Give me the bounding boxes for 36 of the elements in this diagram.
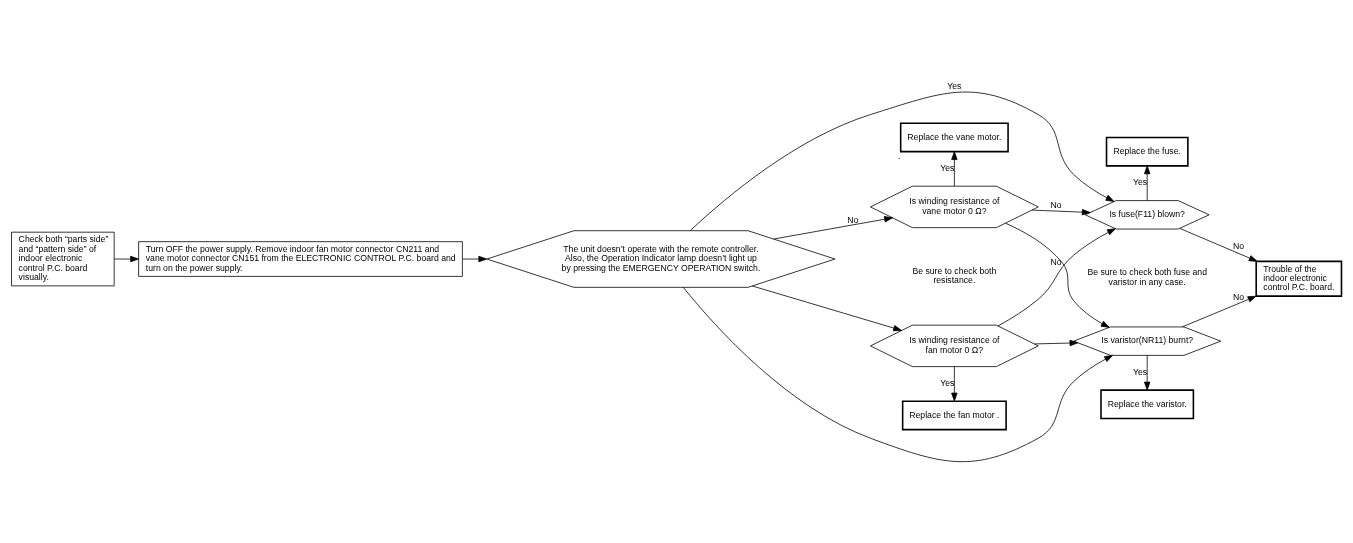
node-box: Turn OFF the power supply. Remove indoor fan motor connector CN211 and vane motor connector CN151 from the ELECTRONIC CONTROL P.C. board and turn on the power supply. <box>138 240 463 277</box>
edge-label: Yes <box>1133 176 1148 187</box>
arrow <box>1005 222 1110 328</box>
arrow <box>682 286 1113 462</box>
edge-label: Yes <box>1133 366 1148 377</box>
edge-label: No <box>1050 256 1062 267</box>
arrow <box>1179 227 1258 262</box>
arrow <box>751 285 902 331</box>
arrow <box>1144 354 1151 390</box>
edge-label: No <box>1232 240 1244 251</box>
edge-label: Yes <box>940 377 955 388</box>
arrow <box>462 255 488 262</box>
edge-label: No <box>1050 199 1062 210</box>
node-box: Replace the fan motor . <box>901 399 1007 430</box>
arrow <box>773 215 893 239</box>
arrow <box>997 227 1116 326</box>
arrow <box>951 150 958 186</box>
edge-label: Yes <box>940 162 955 173</box>
arrow <box>113 255 139 262</box>
arrow <box>690 91 1115 231</box>
edge-label: No <box>847 214 859 225</box>
edge-label: No <box>1232 291 1244 302</box>
node-label: . <box>897 150 901 161</box>
arrow <box>951 365 958 401</box>
arrow <box>1031 208 1091 215</box>
node-box: Trouble of the indoor electronic control P.C. board. <box>1255 260 1343 297</box>
edge-label: Yes <box>947 80 962 91</box>
node-box: Check both “parts side” and “pattern side” of indoor electronic control P.C. board visually. <box>11 231 115 286</box>
arrow <box>1144 165 1151 201</box>
label: Be sure to check both fuse and varistor in any case. <box>1087 266 1207 287</box>
label: Be sure to check both resistance. <box>912 265 997 285</box>
arrow <box>1182 295 1257 327</box>
arrow <box>1034 339 1079 346</box>
node-box: Replace the fuse. <box>1105 136 1189 167</box>
node-box: Replace the varistor. <box>1100 388 1195 419</box>
node-box: Replace the vane motor. <box>899 121 1009 152</box>
